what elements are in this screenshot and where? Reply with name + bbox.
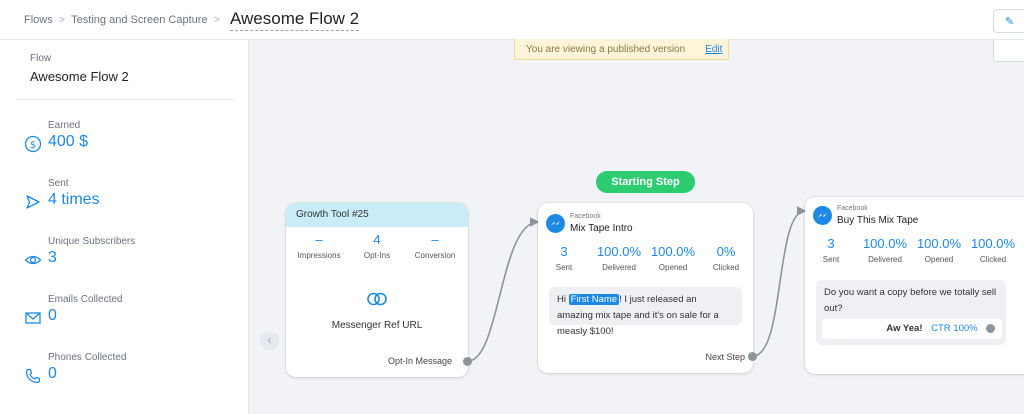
metric-delivered: 100.0% Delivered bbox=[591, 244, 647, 272]
metric-conversion: – Conversion bbox=[406, 232, 464, 260]
metric-label: Impressions bbox=[297, 251, 341, 260]
breadcrumb-separator: > bbox=[58, 13, 66, 26]
send-icon bbox=[26, 195, 40, 209]
svg-text:$: $ bbox=[30, 140, 36, 151]
metric-label: Opened bbox=[658, 263, 688, 272]
metric-value: 3 bbox=[827, 236, 835, 251]
starting-step-badge: Starting Step bbox=[596, 171, 695, 193]
metric-label: Opt-Ins bbox=[363, 251, 391, 260]
button-label: Aw Yea! bbox=[886, 323, 923, 334]
stat-value: 3 bbox=[48, 249, 57, 266]
sidebar-divider bbox=[16, 99, 234, 100]
breadcrumb-flows[interactable]: Flows bbox=[24, 13, 53, 26]
step-title: Buy This Mix Tape bbox=[837, 215, 919, 226]
metric-clicked: 0% Clicked bbox=[702, 244, 750, 272]
platform-label: Facebook bbox=[570, 213, 601, 220]
messenger-icon bbox=[546, 214, 565, 233]
link-icon bbox=[367, 292, 387, 306]
eye-icon bbox=[24, 255, 42, 265]
growth-tool-card[interactable]: Growth Tool #25 – Impressions 4 Opt-Ins … bbox=[286, 203, 472, 377]
stat-label: Unique Subscribers bbox=[48, 236, 136, 247]
pencil-icon: ✎ bbox=[1005, 16, 1015, 28]
metric-value: 100.0% bbox=[862, 236, 908, 251]
growth-tool-name: Messenger Ref URL bbox=[331, 320, 423, 331]
metric-label: Sent bbox=[822, 255, 840, 264]
published-version-banner: You are viewing a published version Edit bbox=[514, 39, 729, 60]
metric-label: Sent bbox=[555, 263, 573, 272]
stat-label: Sent bbox=[48, 178, 69, 189]
message-step-card[interactable]: Facebook Buy This Mix Tape 3 Sent 100.0%… bbox=[805, 197, 1024, 374]
metric-label: Clicked bbox=[979, 255, 1007, 264]
metric-value: – bbox=[431, 232, 439, 247]
connector-step1-to-step2 bbox=[752, 206, 807, 357]
metric-value: 100.0% bbox=[650, 244, 696, 259]
metric-opened: 100.0% Opened bbox=[911, 236, 967, 264]
metric-impressions: – Impressions bbox=[290, 232, 348, 260]
metric-clicked: 100.0% Clicked bbox=[965, 236, 1021, 264]
edit-flow-button[interactable]: ✎ bbox=[993, 9, 1024, 33]
button-output-port[interactable] bbox=[986, 324, 995, 333]
output-port[interactable] bbox=[463, 357, 472, 366]
metric-sent: 3 Sent bbox=[544, 244, 584, 272]
metric-value: 100.0% bbox=[916, 236, 962, 251]
edit-link[interactable]: Edit bbox=[705, 43, 723, 55]
metric-label: Delivered bbox=[602, 263, 636, 272]
ctr-label: CTR 100% bbox=[931, 323, 978, 334]
stat-value: 0 bbox=[48, 365, 57, 382]
message-step-card[interactable]: Facebook Mix Tape Intro 3 Sent 100.0% De… bbox=[538, 203, 757, 373]
phone-icon bbox=[25, 368, 41, 384]
message-prefix: Hi bbox=[557, 294, 566, 305]
stat-value: 0 bbox=[48, 307, 57, 324]
metric-opened: 100.0% Opened bbox=[645, 244, 701, 272]
metric-label: Delivered bbox=[868, 255, 902, 264]
stat-label: Phones Collected bbox=[48, 352, 127, 363]
connector-optin-to-step1 bbox=[467, 217, 540, 362]
breadcrumb-separator: > bbox=[213, 13, 220, 26]
message-text: Hi First Name! I just released an amazin… bbox=[549, 287, 742, 337]
growth-tool-title: Growth Tool #25 bbox=[286, 203, 468, 227]
metric-label: Clicked bbox=[712, 263, 740, 272]
flow-label: Flow bbox=[30, 53, 52, 64]
metric-value: 100.0% bbox=[970, 236, 1016, 251]
metric-value: 3 bbox=[560, 244, 568, 259]
metric-label: Opened bbox=[924, 255, 954, 264]
metric-delivered: 100.0% Delivered bbox=[857, 236, 913, 264]
stat-value: 400 $ bbox=[48, 133, 89, 150]
step-title: Mix Tape Intro bbox=[570, 223, 633, 234]
stat-label: Earned bbox=[48, 120, 81, 131]
flow-name: Awesome Flow 2 bbox=[30, 69, 129, 84]
stat-value: 4 times bbox=[48, 191, 100, 208]
message-button[interactable]: Aw Yea! CTR 100% bbox=[822, 319, 1002, 339]
messenger-icon bbox=[813, 206, 832, 225]
dollar-icon: $ bbox=[24, 135, 42, 153]
first-name-tag: First Name bbox=[568, 294, 620, 305]
metric-value: 4 bbox=[373, 232, 381, 247]
collapse-sidebar-button[interactable]: ‹ bbox=[260, 331, 279, 350]
metric-opt-ins: 4 Opt-Ins bbox=[348, 232, 406, 260]
top-bar: Flows > Testing and Screen Capture > Awe… bbox=[0, 0, 1024, 40]
flow-sidebar: Flow Awesome Flow 2 Earned $ 400 $ Sent … bbox=[0, 40, 249, 414]
metric-value: – bbox=[315, 232, 323, 247]
metric-value: 100.0% bbox=[596, 244, 642, 259]
port-label: Opt-In Message bbox=[387, 356, 452, 366]
metric-value: 0% bbox=[716, 244, 736, 259]
banner-text: You are viewing a published version bbox=[526, 43, 686, 55]
page-title[interactable]: Awesome Flow 2 bbox=[229, 9, 360, 31]
port-label: Next Step bbox=[705, 352, 745, 362]
stat-label: Emails Collected bbox=[48, 294, 123, 305]
metric-label: Conversion bbox=[414, 251, 456, 260]
message-body: ! I just released an amazing mix tape an… bbox=[557, 294, 719, 337]
mail-icon bbox=[25, 312, 41, 324]
header-secondary-button[interactable] bbox=[993, 40, 1024, 62]
metric-sent: 3 Sent bbox=[811, 236, 851, 264]
message-body: Do you want a copy before we totally sel… bbox=[824, 287, 997, 314]
breadcrumb-folder[interactable]: Testing and Screen Capture bbox=[71, 13, 208, 26]
platform-label: Facebook bbox=[837, 205, 868, 212]
output-port[interactable] bbox=[748, 352, 757, 361]
